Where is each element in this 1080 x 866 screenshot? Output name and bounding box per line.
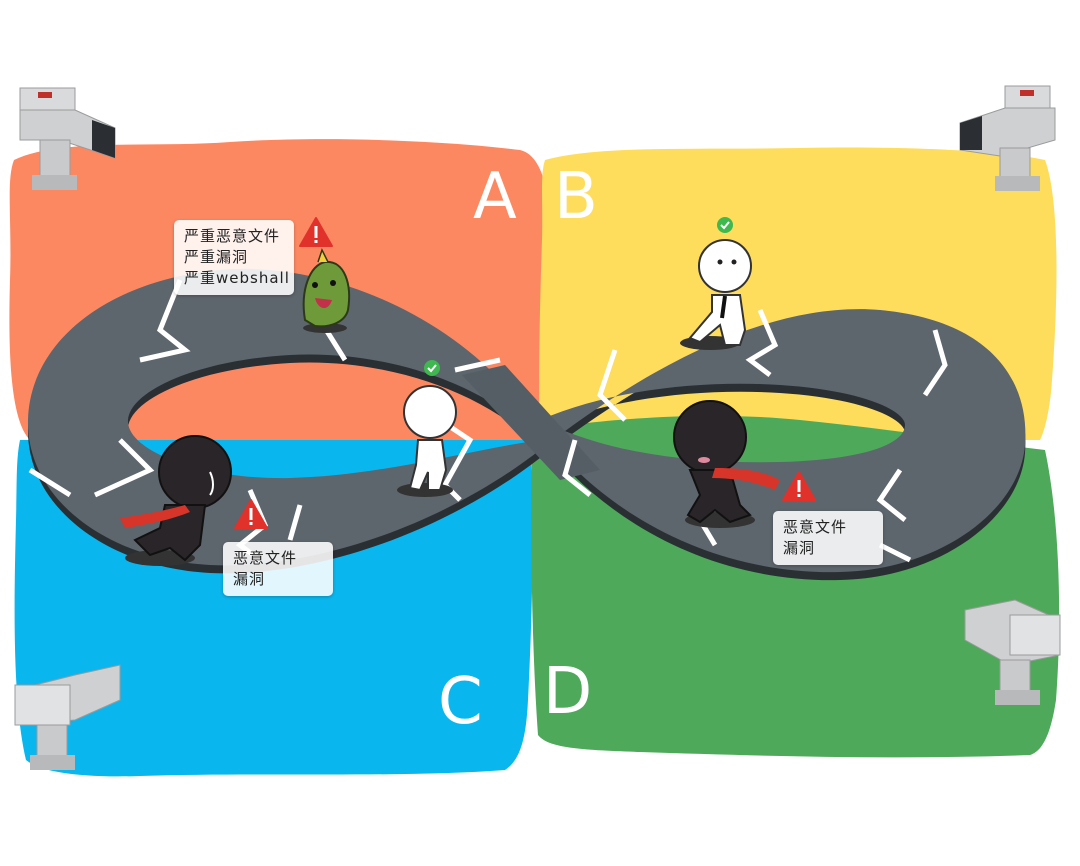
malware-monster [302, 248, 351, 333]
security-camera-icon [19, 87, 116, 190]
callout-malware-top: 严重恶意文件 严重漏洞 严重webshall [174, 220, 294, 295]
attacker-left [120, 435, 232, 566]
white-person-top [680, 239, 752, 350]
quadrant-label-d: D [543, 655, 593, 729]
callout-line: 严重恶意文件 [184, 227, 281, 245]
quadrant-label-b: B [554, 160, 598, 234]
white-person-middle [397, 385, 457, 497]
callout-attacker-right: 恶意文件 漏洞 [773, 511, 883, 565]
road-crossing [462, 365, 600, 480]
check-icon [717, 217, 733, 233]
security-camera-icon [959, 85, 1056, 191]
quadrant-label-c: C [438, 665, 483, 739]
callout-line: 恶意文件 [233, 549, 298, 567]
security-camera-icon [14, 664, 121, 770]
security-camera-icon [964, 599, 1061, 705]
callout-line: 漏洞 [783, 539, 816, 557]
warning-icon [299, 217, 333, 247]
warning-icon [234, 499, 268, 529]
callout-line: 恶意文件 [783, 518, 848, 536]
warning-icon [782, 471, 816, 501]
lane-markings [28, 279, 948, 563]
check-icon [424, 360, 440, 376]
callout-attacker-left: 恶意文件 漏洞 [223, 542, 333, 596]
callout-line: 漏洞 [233, 570, 266, 588]
quadrant-label-a: A [473, 160, 517, 234]
callout-line: 严重漏洞 [184, 248, 249, 266]
callout-line: 严重webshall [184, 269, 290, 287]
attacker-right [673, 400, 780, 528]
